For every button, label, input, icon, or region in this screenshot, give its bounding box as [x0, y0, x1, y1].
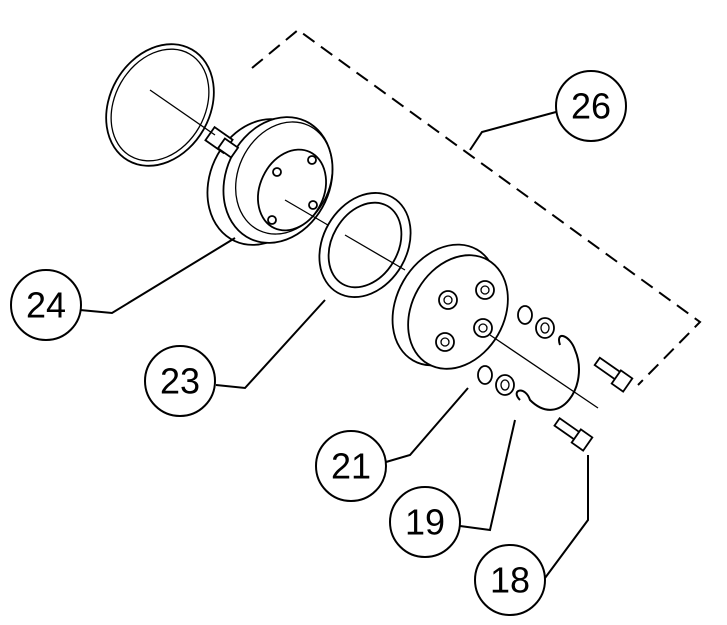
callout-23: 23 [144, 345, 216, 417]
callout-label: 24 [26, 285, 66, 326]
ring-part-23 [318, 192, 412, 298]
spring-clip-part-19 [515, 335, 580, 411]
callout-label: 19 [405, 502, 445, 543]
callout-19: 19 [389, 486, 461, 558]
callout-label: 26 [571, 86, 611, 127]
leader-line-21 [385, 387, 469, 463]
leader-line-19 [459, 419, 516, 532]
callout-24: 24 [10, 269, 82, 341]
screws-part-18 [553, 356, 634, 452]
axis-line [344, 234, 406, 271]
callout-label: 21 [331, 446, 371, 487]
leader-line-18 [544, 455, 589, 579]
housing-part-24 [204, 116, 334, 246]
assembly-boundary-dashed [251, 28, 702, 386]
leader-line-23 [215, 299, 326, 390]
washers-part-21 [477, 305, 555, 396]
leader-line-24 [79, 237, 236, 315]
o-ring-part [105, 43, 215, 167]
callout-21: 21 [315, 430, 387, 502]
valve-body-part [391, 243, 509, 370]
axis-line [489, 334, 599, 409]
leader-line-26 [469, 111, 557, 151]
callout-label: 23 [160, 361, 200, 402]
callout-18: 18 [474, 544, 546, 616]
callout-26: 26 [555, 70, 627, 142]
axis-line [149, 89, 216, 136]
callout-label: 18 [490, 560, 530, 601]
